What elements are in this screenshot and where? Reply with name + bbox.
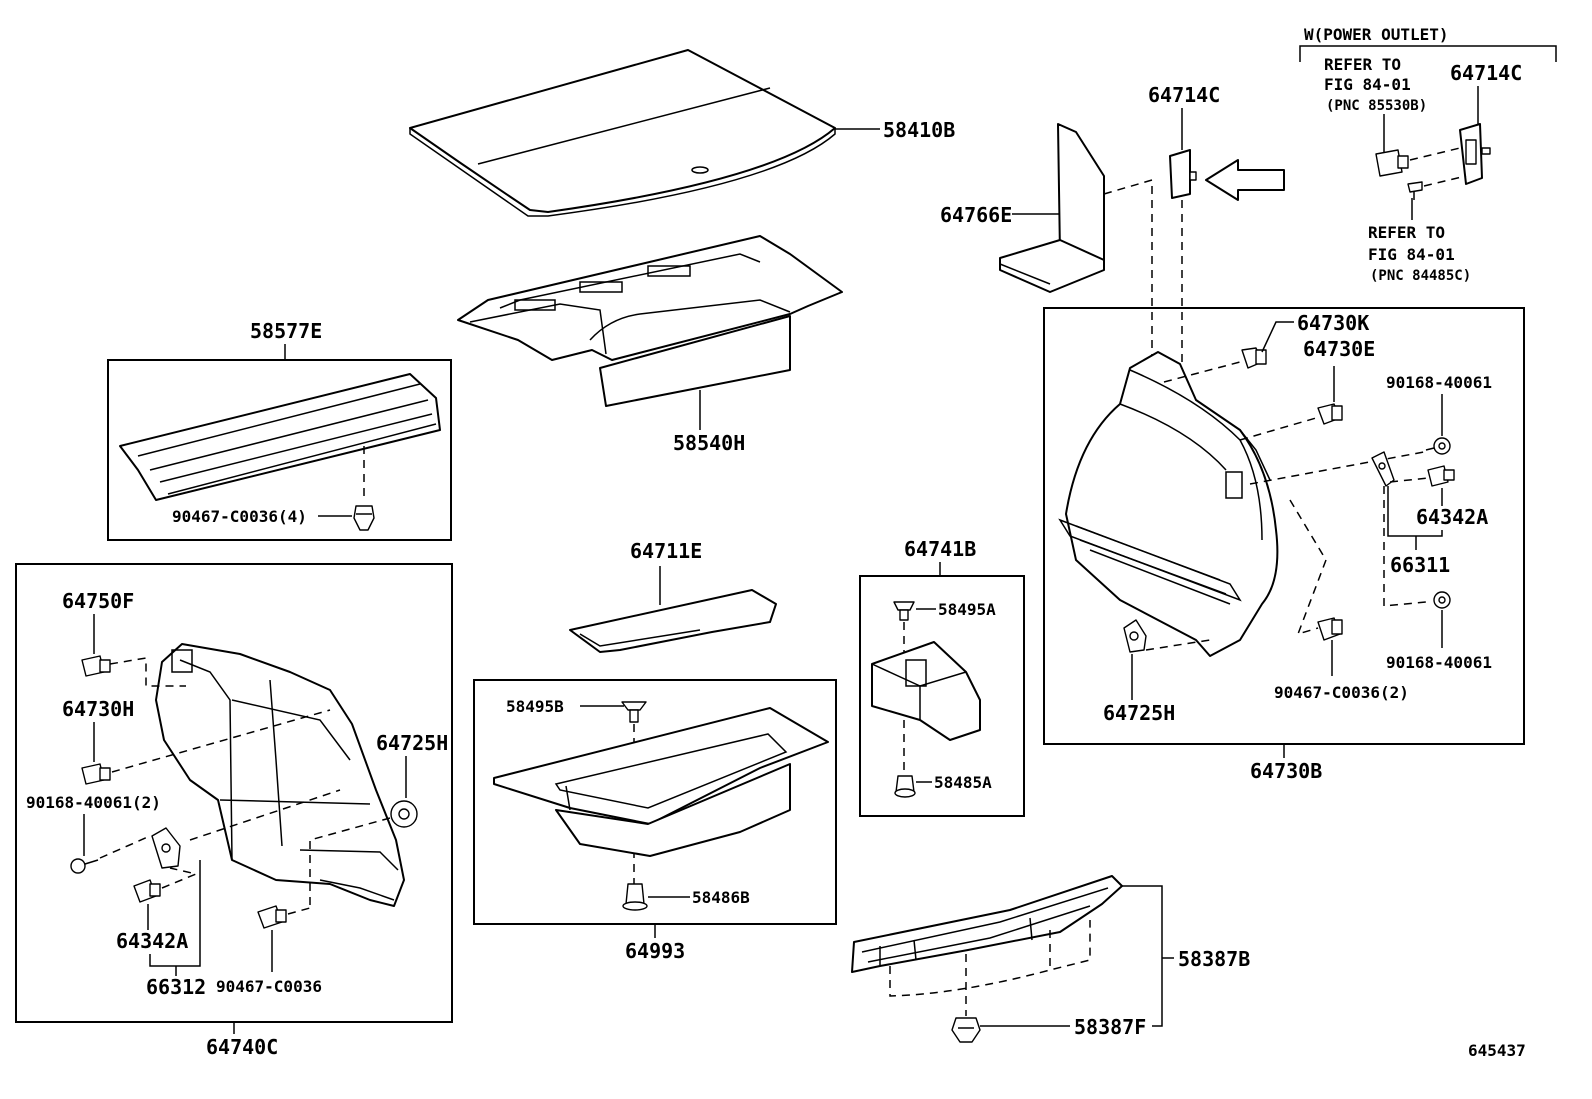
clip-58485A[interactable] xyxy=(894,775,916,798)
label-90467-C0036-left: 90467-C0036 xyxy=(216,977,322,996)
part-64711E[interactable]: 64711E xyxy=(569,539,777,653)
label-58387F: 58387F xyxy=(1074,1015,1146,1039)
clip-90467-C0036-2[interactable] xyxy=(1317,617,1343,641)
box-58577E xyxy=(107,359,452,541)
clip-64730E[interactable] xyxy=(1317,403,1343,425)
grommet-64725H-left[interactable] xyxy=(390,800,418,828)
label-64766E: 64766E xyxy=(940,203,1012,227)
part-64714C-outlet[interactable] xyxy=(1459,123,1491,185)
label-64730E: 64730E xyxy=(1303,337,1375,361)
part-58577E[interactable] xyxy=(119,373,441,501)
part-64741B-block[interactable] xyxy=(871,641,981,741)
part-58540H[interactable]: 58540H xyxy=(457,235,843,455)
figure-id: 645437 xyxy=(1468,1041,1526,1060)
clip-58486B[interactable] xyxy=(622,883,648,911)
nut-90168-40061-a[interactable] xyxy=(1425,437,1451,455)
label-refer1-c: (PNC 85530B) xyxy=(1326,98,1427,114)
group-64993: 58495B 58486B 64993 xyxy=(473,679,837,963)
nut-90168-40061-b[interactable] xyxy=(1433,591,1451,609)
label-58387B: 58387B xyxy=(1178,947,1250,971)
label-58486B: 58486B xyxy=(692,888,750,907)
part-64740C-trim[interactable] xyxy=(155,643,405,907)
label-58495A: 58495A xyxy=(938,600,996,619)
label-90168-40061-2: 90168-40061(2) xyxy=(26,793,161,812)
label-refer2-b: FIG 84-01 xyxy=(1368,245,1455,264)
label-64725H-right: 64725H xyxy=(1103,701,1175,725)
label-58540H: 58540H xyxy=(673,431,745,455)
group-64730B: 64730K 64730E 90168-40061 64342A xyxy=(1043,307,1525,783)
box-64741B xyxy=(859,575,1025,817)
group-64740C: 64750F 64730H 90168-40061(2) xyxy=(15,563,453,1059)
group-58577E: 58577E 90467-C0036(4) xyxy=(107,319,452,541)
label-64730H: 64730H xyxy=(62,697,134,721)
label-90467-C0036-2: 90467-C0036(2) xyxy=(1274,683,1409,702)
label-66311: 66311 xyxy=(1390,553,1450,577)
label-90168-40061-b: 90168-40061 xyxy=(1386,653,1492,672)
group-64741B: 64741B 58495A 58485A xyxy=(859,537,1025,817)
label-64711E: 64711E xyxy=(630,539,702,563)
bolt-90168-40061-2[interactable] xyxy=(70,858,99,874)
clip-58387F[interactable] xyxy=(951,1017,981,1043)
clip-64730K[interactable] xyxy=(1241,347,1267,369)
label-64714C-b: 64714C xyxy=(1450,61,1522,85)
label-64740C: 64740C xyxy=(206,1035,278,1059)
clip-90467-C0036-left[interactable] xyxy=(257,905,287,929)
label-58485A: 58485A xyxy=(934,773,992,792)
label-power-outlet: W(POWER OUTLET) xyxy=(1304,25,1449,44)
power-outlet-socket[interactable] xyxy=(1375,149,1409,177)
label-90467-C0036-4: 90467-C0036(4) xyxy=(172,507,307,526)
label-58577E: 58577E xyxy=(250,319,322,343)
label-90168-40061-a: 90168-40061 xyxy=(1386,373,1492,392)
label-64725H-left: 64725H xyxy=(376,731,448,755)
part-64766E[interactable]: 64766E xyxy=(940,123,1105,293)
power-outlet-clip[interactable] xyxy=(1407,181,1423,200)
label-64342A-right: 64342A xyxy=(1416,505,1488,529)
label-64750F: 64750F xyxy=(62,589,134,613)
arrow-icon xyxy=(1205,159,1285,201)
label-refer1-b: FIG 84-01 xyxy=(1324,75,1411,94)
part-58387B[interactable]: 58387B xyxy=(851,875,1250,1027)
clip-64342A-right[interactable] xyxy=(1427,465,1455,487)
label-58410B: 58410B xyxy=(883,118,955,142)
screw-58495B[interactable] xyxy=(621,701,647,723)
clip-64730H[interactable] xyxy=(81,763,111,785)
label-64342A-left: 64342A xyxy=(116,929,188,953)
label-64730B: 64730B xyxy=(1250,759,1322,783)
hook-64725H-right[interactable] xyxy=(1123,619,1147,653)
bracket-66311[interactable] xyxy=(1371,451,1395,487)
label-66312: 66312 xyxy=(146,975,206,999)
group-power-outlet: W(POWER OUTLET) REFER TO FIG 84-01 (PNC … xyxy=(1299,25,1557,284)
clip-90467-C0036-4[interactable] xyxy=(353,505,375,531)
label-refer2-a: REFER TO xyxy=(1368,223,1445,242)
part-64730B-trim[interactable] xyxy=(1058,351,1279,657)
part-58410B[interactable]: 58410B xyxy=(409,49,955,217)
part-64993-tray[interactable] xyxy=(493,707,829,857)
clip-64750F[interactable] xyxy=(81,655,111,677)
part-64714C-middle[interactable]: 64714C xyxy=(1148,83,1220,199)
bracket-66312[interactable] xyxy=(151,827,181,869)
label-64730K: 64730K xyxy=(1297,311,1369,335)
label-64714C-a: 64714C xyxy=(1148,83,1220,107)
label-64741B: 64741B xyxy=(904,537,976,561)
label-refer2-c: (PNC 84485C) xyxy=(1370,268,1471,284)
label-64993: 64993 xyxy=(625,939,685,963)
clip-64342A-left[interactable] xyxy=(133,879,161,903)
label-58495B: 58495B xyxy=(506,697,564,716)
screw-58495A[interactable] xyxy=(893,601,915,621)
label-refer1-a: REFER TO xyxy=(1324,55,1401,74)
